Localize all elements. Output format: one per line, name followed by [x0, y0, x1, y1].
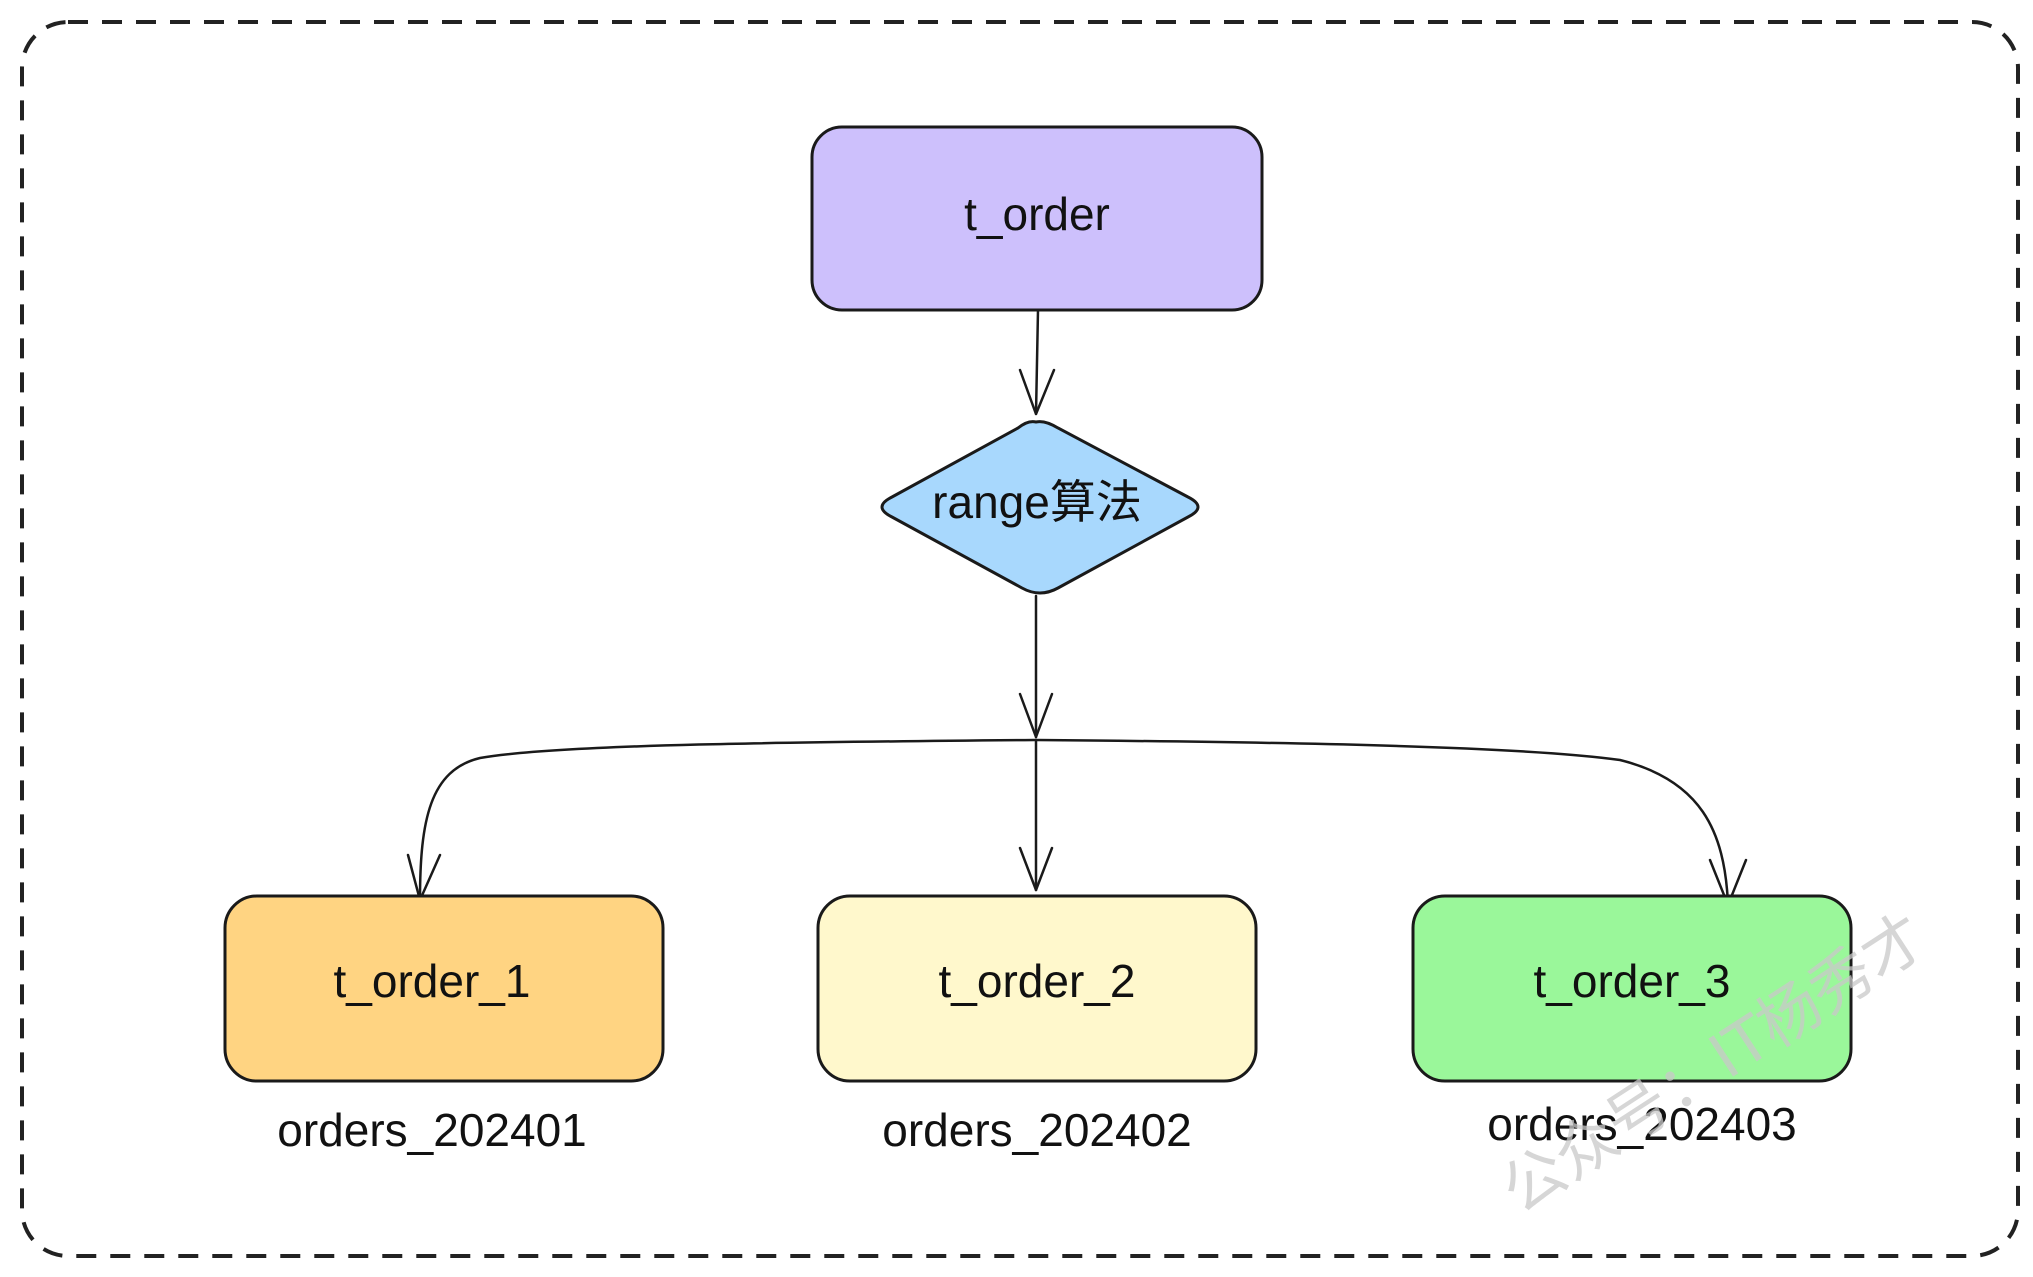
connector-split-to-shard-3: [1034, 738, 1730, 907]
shard-box-2: [816, 894, 1258, 1083]
shard-caption-2: orders_202402: [882, 1104, 1191, 1156]
shard-label-2: t_order_2: [939, 955, 1136, 1007]
source-node: t_order: [810, 125, 1264, 312]
shard-label-1: t_order_1: [334, 955, 531, 1007]
source-box: [810, 125, 1264, 312]
arrowhead-shard-2: [1018, 846, 1054, 892]
dashed-frame: [20, 20, 2020, 1258]
shard-box-3: [1411, 894, 1853, 1083]
shard-box-1: [223, 894, 665, 1083]
arrowhead-algorithm: [1018, 368, 1056, 416]
algorithm-diamond: [880, 420, 1200, 595]
shard-node-1: t_order_1 orders_202401: [223, 894, 665, 1156]
arrowhead-shard-1: [406, 853, 442, 902]
shard-node-3: t_order_3 orders_202403: [1411, 894, 1853, 1150]
source-label: t_order: [964, 188, 1110, 240]
shard-caption-1: orders_202401: [277, 1104, 586, 1156]
connector-split-to-shard-1: [418, 738, 1038, 902]
shard-label-3: t_order_3: [1534, 955, 1731, 1007]
shard-caption-3: orders_202403: [1487, 1098, 1796, 1150]
arrowhead-split: [1018, 692, 1054, 739]
shard-node-2: t_order_2 orders_202402: [816, 894, 1258, 1156]
connector-source-to-algorithm: [1034, 308, 1040, 416]
algorithm-node: range算法: [880, 420, 1200, 595]
algorithm-label: range算法: [932, 476, 1142, 528]
connectors: [406, 308, 1748, 907]
